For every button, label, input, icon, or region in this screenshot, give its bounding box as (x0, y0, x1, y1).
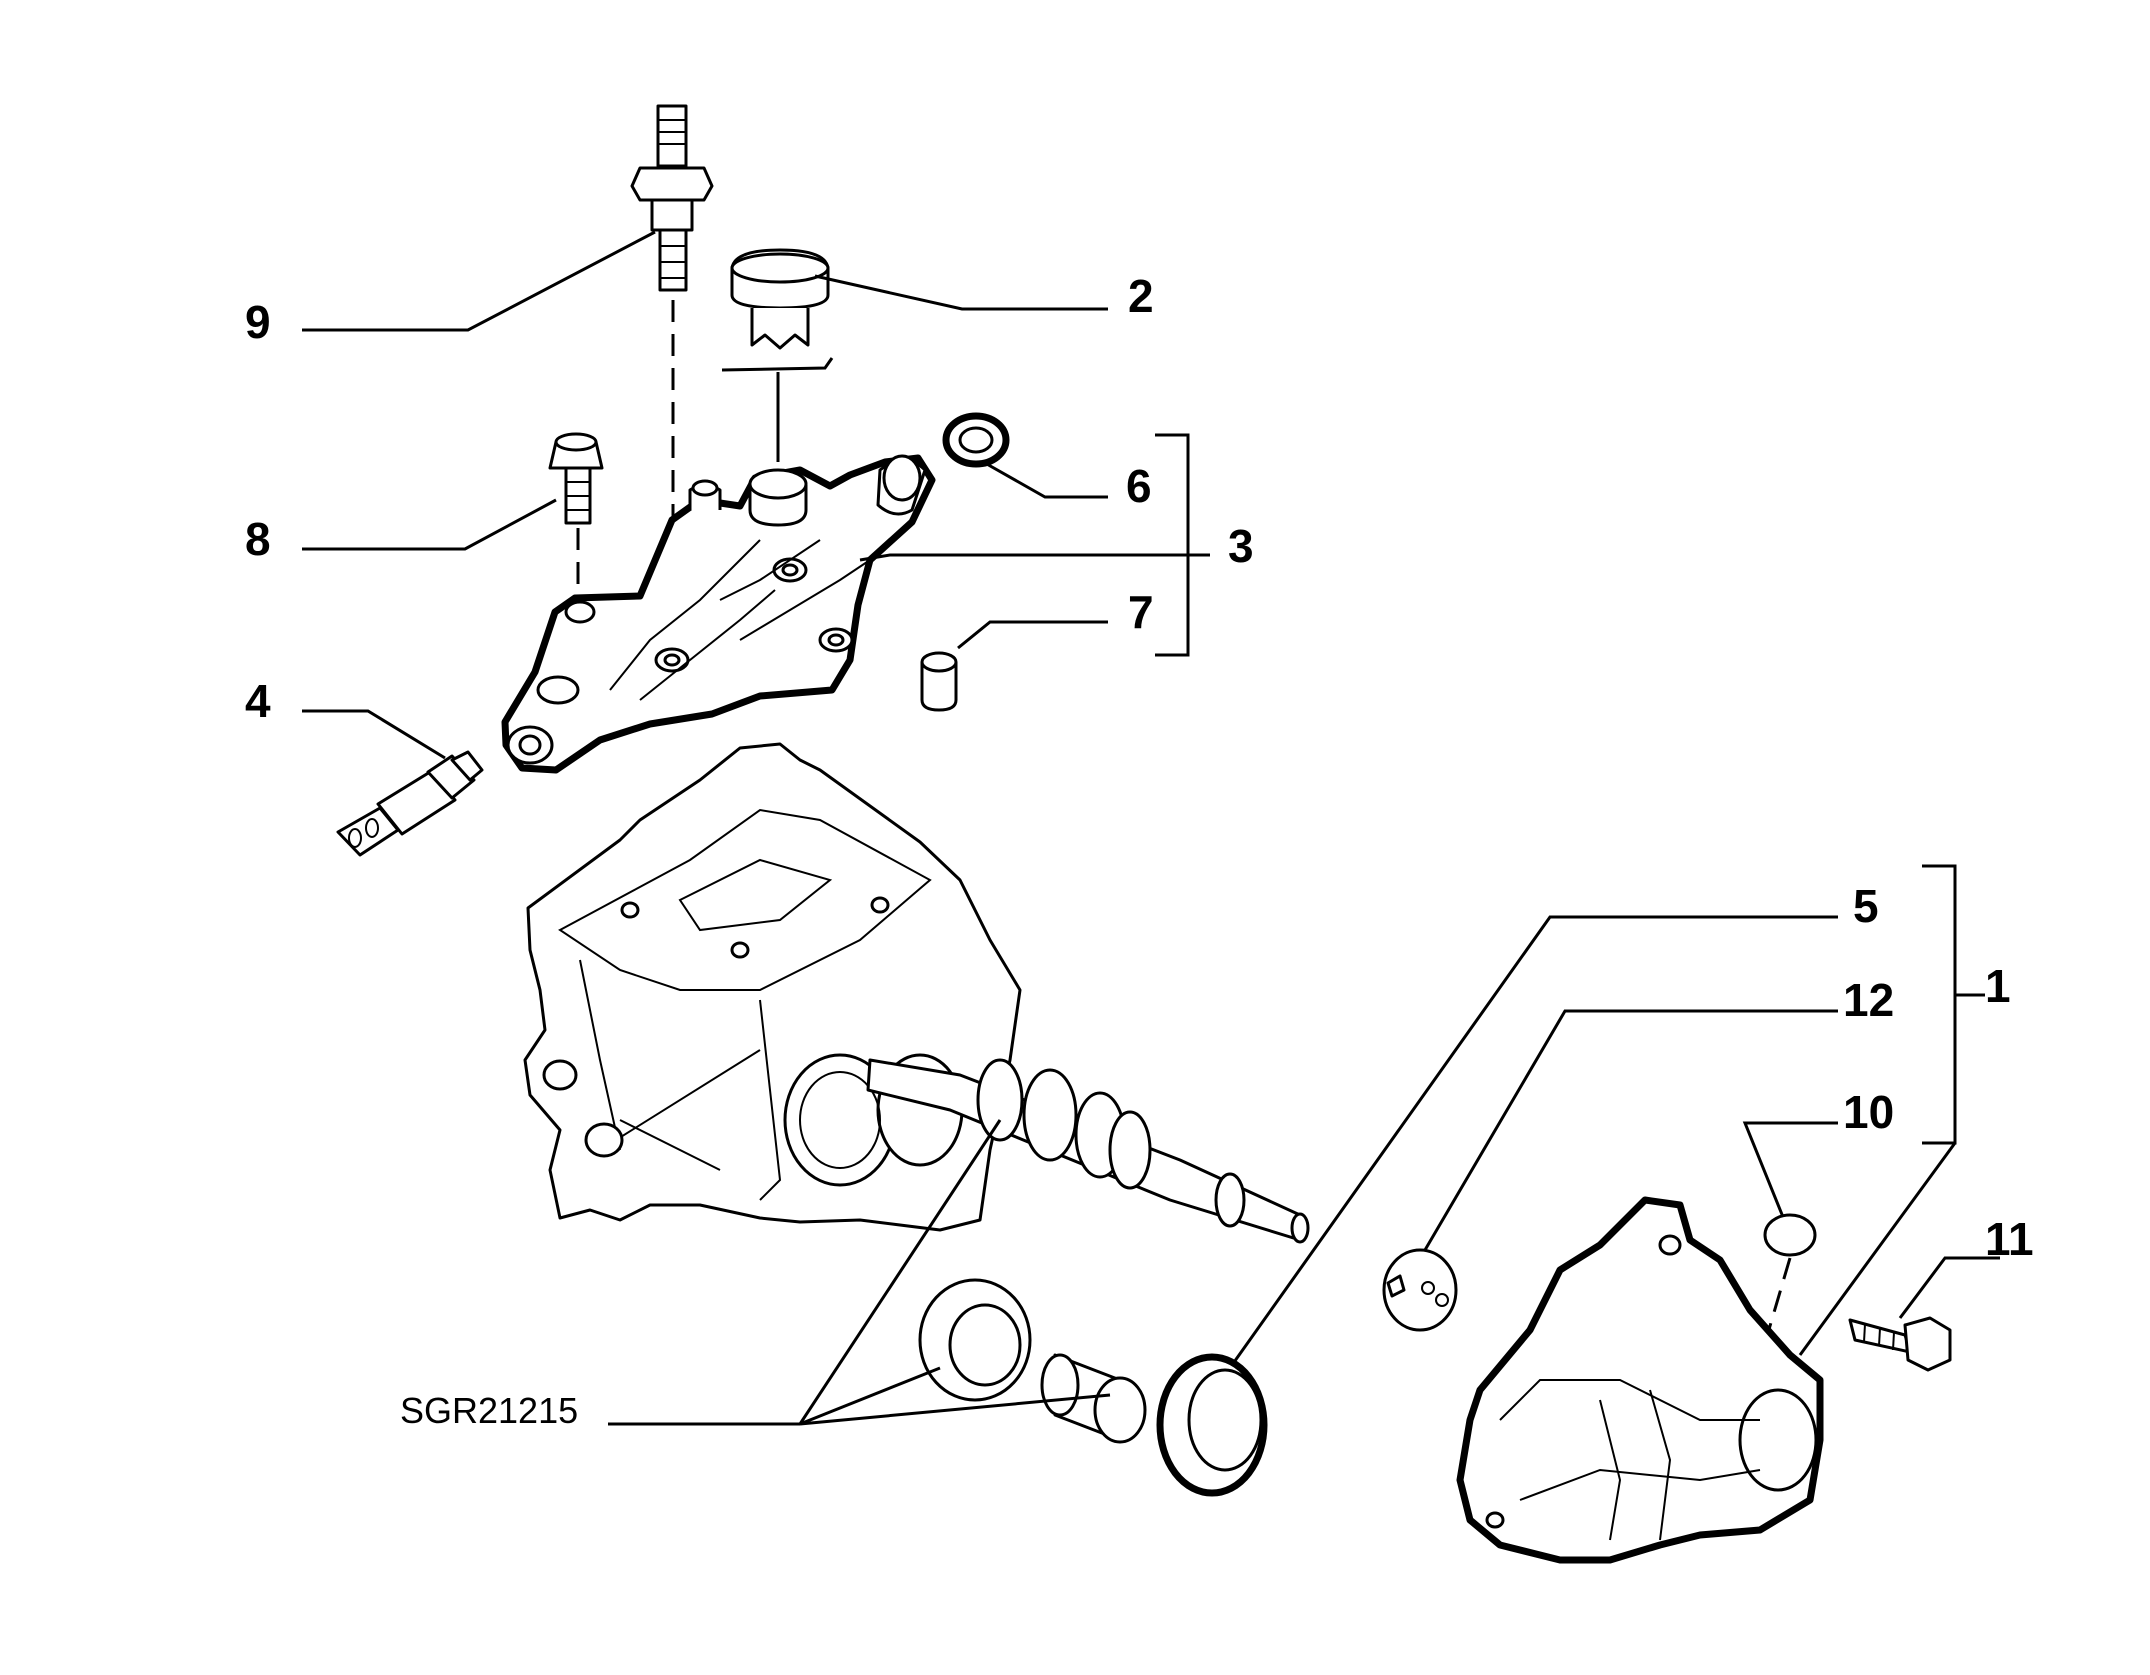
gearbox-housing (523, 742, 1022, 1232)
callout-9: 9 (245, 296, 271, 348)
part-2-breather-cap (721, 248, 834, 462)
part-5-bearing-ring (1156, 1353, 1268, 1497)
callout-labels: 9 2 6 8 3 7 4 5 1 12 10 11 SGR21215 (245, 270, 2034, 1431)
callout-1: 1 (1985, 960, 2011, 1012)
part-12-plate (1382, 1248, 1458, 1332)
part-7-bush (920, 651, 958, 712)
reference-code: SGR21215 (400, 1390, 578, 1431)
part-11-bolt (1848, 1316, 1952, 1372)
part-4-sensor (336, 750, 484, 857)
callout-11: 11 (1985, 1213, 2034, 1265)
leader-lines (302, 230, 2000, 1426)
callout-8: 8 (245, 513, 271, 565)
callout-7: 7 (1128, 586, 1154, 638)
part-8-bolt (548, 432, 604, 602)
callout-2: 2 (1128, 270, 1154, 322)
callout-5: 5 (1853, 880, 1879, 932)
part-9-stud-bolt (630, 104, 714, 640)
callout-3: 3 (1228, 520, 1254, 572)
main-shaft (866, 1058, 1310, 1244)
part-6-seal-ring (942, 412, 1010, 468)
part-1-end-housing (1456, 1196, 1824, 1564)
callout-6: 6 (1126, 460, 1152, 512)
part-3-upper-cover (501, 454, 936, 774)
gear-and-bearing (918, 1278, 1147, 1444)
callout-12: 12 (1843, 974, 1894, 1026)
callout-4: 4 (245, 675, 271, 727)
callout-10: 10 (1843, 1086, 1894, 1138)
